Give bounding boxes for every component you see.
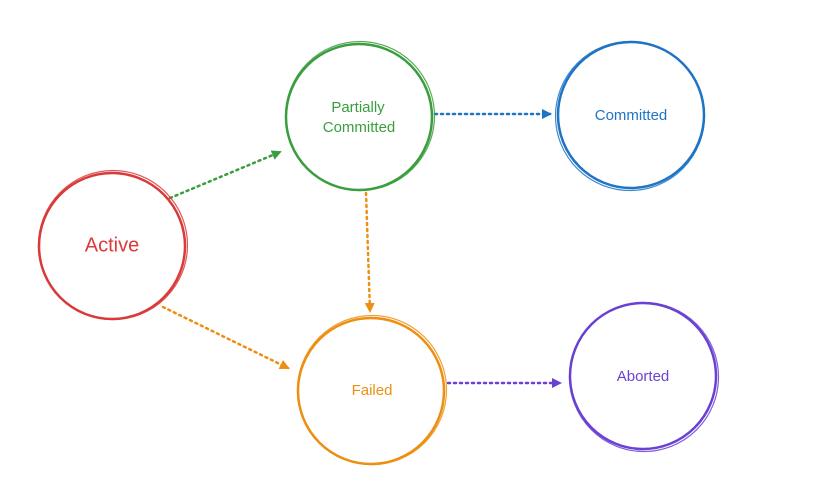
state-committed: Committed (554, 40, 706, 192)
state-aborted-label: Aborted (617, 368, 670, 385)
state-aborted: Aborted (568, 301, 720, 453)
state-partially-committed-label-line1: Partially (331, 99, 385, 116)
arrow-partially-committed-to-failed (364, 191, 375, 313)
state-partially-committed-label-line2: Committed (323, 119, 396, 136)
state-active: Active (37, 169, 189, 321)
arrow-active-to-failed (161, 305, 290, 370)
state-committed-label: Committed (595, 107, 668, 124)
state-failed: Failed (296, 314, 448, 466)
state-active-label: Active (85, 234, 139, 256)
arrow-active-to-partially-committed (168, 150, 282, 200)
state-failed-label: Failed (352, 382, 393, 399)
state-partially-committed: Partially Committed (284, 40, 436, 192)
